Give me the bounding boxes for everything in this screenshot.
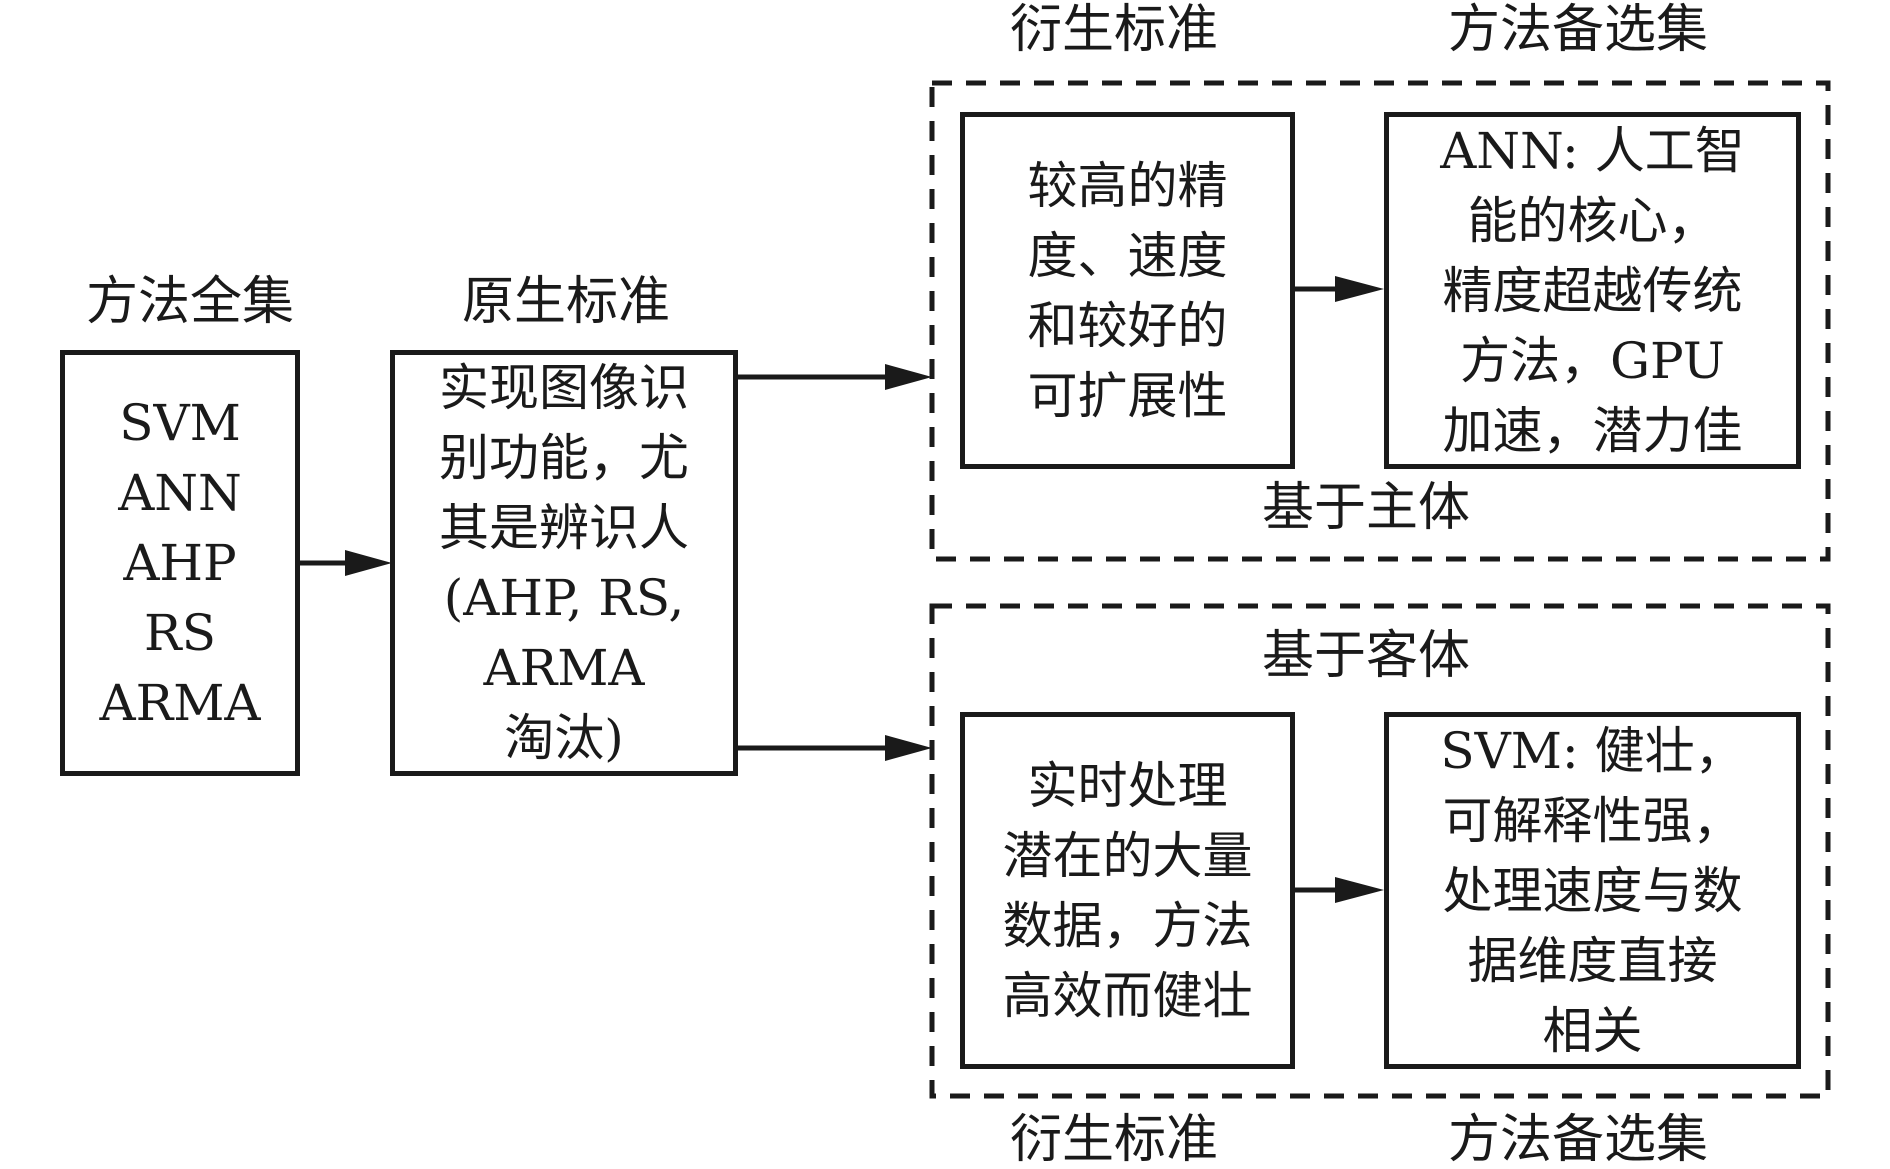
subject-based-label: 基于主体 [1262, 478, 1471, 538]
subject-derived-criterion-box: 较高的精 度、速度 和较好的 可扩展性 [960, 112, 1295, 469]
candidate-text: 精度超越传统 [1442, 261, 1743, 320]
native-criteria-text: ARMA [483, 639, 645, 697]
criterion-text: 数据，方法 [1002, 896, 1253, 955]
method-name: SVM [119, 394, 241, 452]
method-name: AHP [123, 534, 237, 592]
method-full-set-box: SVM ANN AHP RS ARMA [60, 350, 300, 776]
object-based-label: 基于客体 [1262, 626, 1471, 686]
candidate-text: 处理速度与数 [1442, 861, 1743, 920]
native-criteria-box: 实现图像识 别功能，尤 其是辨识人 (AHP, RS, ARMA 淘汰) [390, 350, 738, 776]
candidate-text: 可解释性强， [1442, 791, 1743, 850]
candidate-set-heading-bottom: 方法备选集 [1448, 1110, 1709, 1169]
native-criteria-text: 实现图像识 [439, 359, 689, 417]
candidate-text: 方法，GPU [1460, 331, 1725, 390]
arrow-full-set-to-native [299, 550, 392, 576]
method-name: ARMA [99, 674, 261, 732]
criterion-text: 较高的精 [1027, 156, 1228, 215]
candidate-text: 能的核心， [1467, 191, 1718, 250]
candidate-text: 据维度直接 [1467, 931, 1718, 990]
native-criteria-text: (AHP, RS, [443, 569, 685, 627]
subject-candidate-method-box: ANN: 人工智 能的核心， 精度超越传统 方法，GPU 加速，潜力佳 [1384, 112, 1801, 469]
subject-group-dashed-border [929, 80, 1831, 562]
native-criteria-text: 淘汰) [504, 709, 624, 767]
full-set-heading: 方法全集 [86, 272, 295, 332]
criterion-text: 高效而健壮 [1002, 966, 1253, 1025]
object-group-dashed-border [929, 603, 1831, 1099]
arrow-native-to-object-group [737, 735, 932, 761]
object-derived-criterion-box: 实时处理 潜在的大量 数据，方法 高效而健壮 [960, 712, 1295, 1069]
native-criteria-text: 别功能，尤 [439, 429, 689, 487]
criterion-text: 和较好的 [1027, 296, 1228, 355]
criterion-text: 度、速度 [1027, 226, 1228, 285]
arrow-object-criterion-to-candidate [1294, 877, 1384, 903]
derived-criteria-heading-bottom: 衍生标准 [1010, 1110, 1219, 1169]
criterion-text: 实时处理 [1027, 756, 1228, 815]
candidate-text: SVM: 健壮， [1440, 721, 1745, 780]
method-name: RS [144, 604, 216, 662]
derived-criteria-heading-top: 衍生标准 [1010, 0, 1219, 60]
criterion-text: 潜在的大量 [1002, 826, 1253, 885]
candidate-text: 加速，潜力佳 [1442, 401, 1743, 460]
arrow-subject-criterion-to-candidate [1294, 276, 1384, 302]
arrow-native-to-subject-group [737, 364, 932, 390]
object-candidate-method-box: SVM: 健壮， 可解释性强， 处理速度与数 据维度直接 相关 [1384, 712, 1801, 1069]
native-criteria-text: 其是辨识人 [439, 499, 689, 557]
method-name: ANN [118, 464, 242, 522]
candidate-text: ANN: 人工智 [1440, 121, 1745, 180]
candidate-set-heading-top: 方法备选集 [1448, 0, 1709, 60]
criterion-text: 可扩展性 [1027, 366, 1228, 425]
native-criteria-heading: 原生标准 [462, 272, 671, 332]
candidate-text: 相关 [1542, 1001, 1643, 1060]
